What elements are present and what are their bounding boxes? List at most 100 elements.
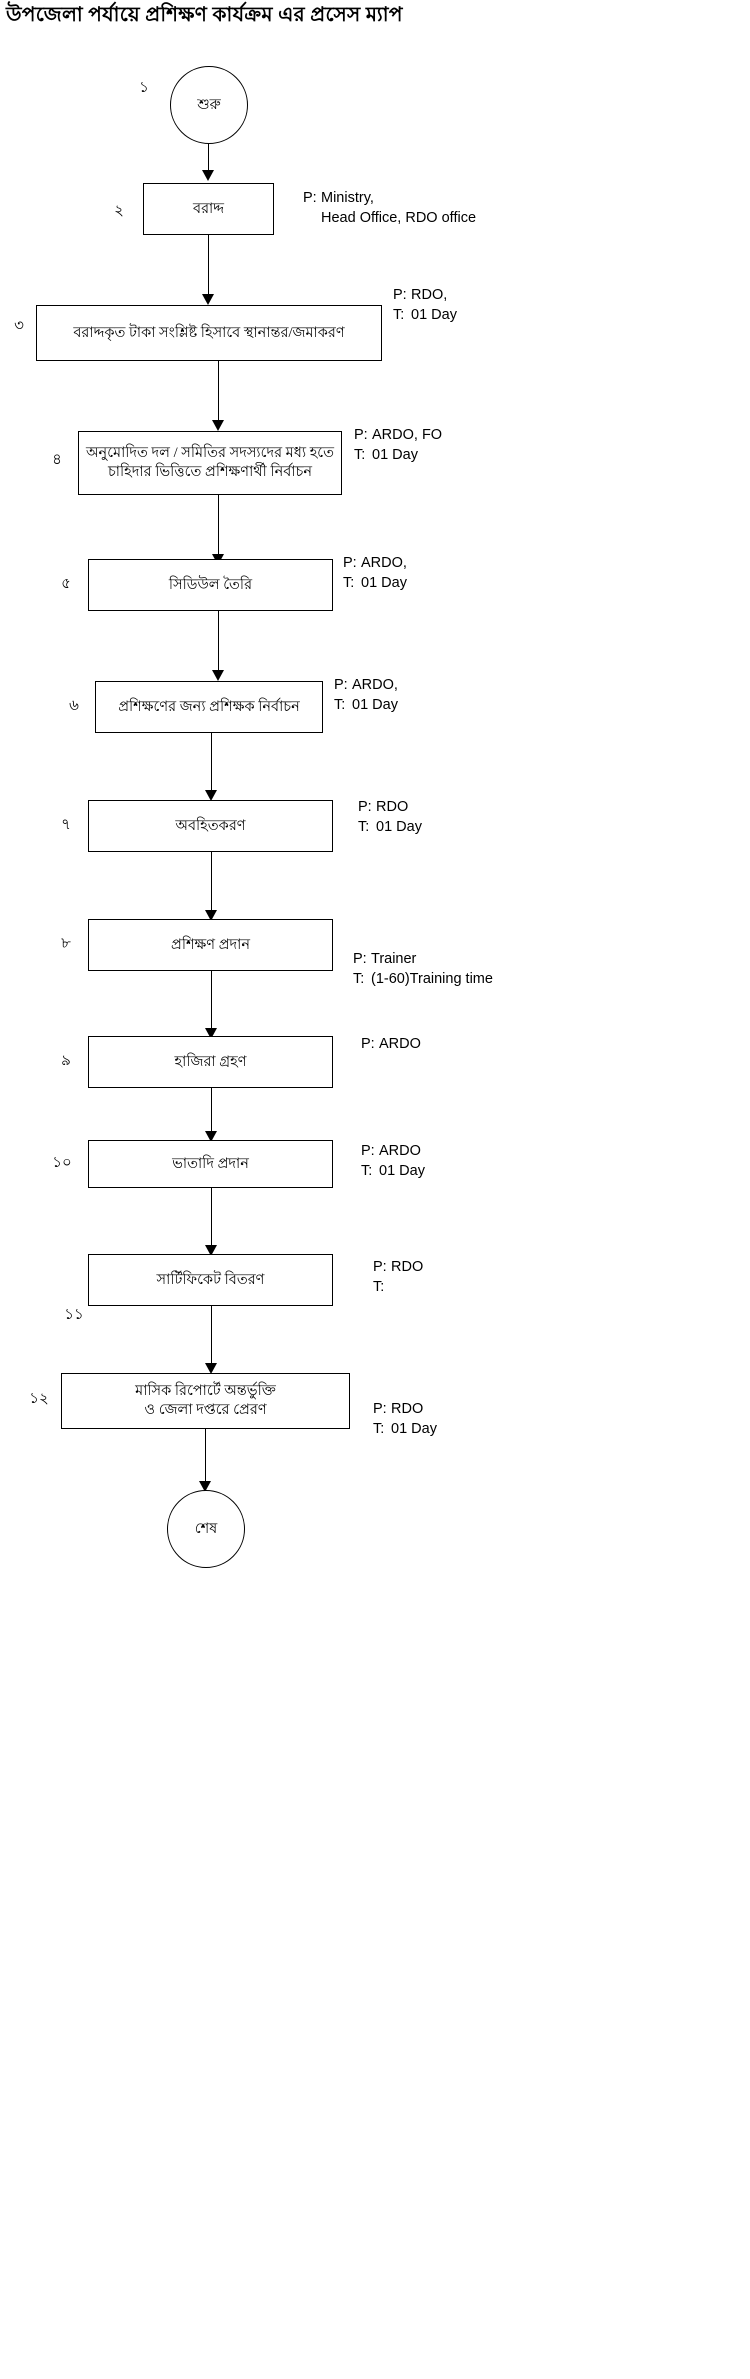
annotation-p-key: P: (393, 287, 407, 303)
annotation-p-key: P: (361, 1036, 375, 1052)
node-step-5[interactable]: সিডিউল তৈরি (88, 559, 333, 611)
arrowhead-6 (205, 790, 217, 801)
arrowhead-11 (205, 1363, 217, 1374)
annotation-t-key: T: (373, 1278, 385, 1295)
annotation-t-value: 01 Day (391, 1420, 437, 1437)
node-step-8[interactable]: প্রশিক্ষণ প্রদান (88, 919, 333, 971)
annotation-step-3: P:RDO, T:01 Day (393, 286, 457, 325)
node-step-4[interactable]: অনুমোদিত দল / সমিতির সদস্যদের মধ্য হতে চ… (78, 431, 342, 495)
node-step-8-label: প্রশিক্ষণ প্রদান (171, 936, 250, 953)
node-step-9[interactable]: হাজিরা গ্রহণ (88, 1036, 333, 1088)
annotation-t-key: T: (358, 818, 370, 835)
annotation-p-value: ARDO (379, 1036, 421, 1052)
step-index-1: ১ (139, 80, 149, 96)
annotation-step-11-p: P:RDO (373, 1258, 423, 1278)
node-step-10-label: ভাতাদি প্রদান (172, 1155, 249, 1172)
connector-10-to-11 (211, 1188, 212, 1250)
annotation-step-7-t: T: 01 Day (358, 818, 422, 838)
annotation-p-key: P: (303, 190, 317, 206)
node-step-11[interactable]: সার্টিফিকেট বিতরণ (88, 1254, 333, 1306)
step-index-6: ৬ (69, 698, 79, 714)
node-start-label: শুরু (197, 96, 221, 113)
step-index-5: ৫ (61, 576, 71, 592)
annotation-t-key: T: (361, 1162, 373, 1179)
connector-2-to-3 (208, 235, 209, 297)
annotation-t-value: 01 Day (361, 574, 407, 591)
connector-9-to-10 (211, 1088, 212, 1134)
node-step-12-label: মাসিক রিপোর্টে অন্তর্ভুক্তি ও জেলা দপ্তর… (68, 1382, 343, 1420)
annotation-p-value: ARDO (379, 1143, 421, 1159)
arrowhead-7 (205, 910, 217, 921)
connector-5-to-6 (218, 611, 219, 673)
annotation-t-value: 01 Day (379, 1162, 425, 1179)
arrowhead-10 (205, 1245, 217, 1256)
annotation-step-4-t: T: 01 Day (354, 446, 442, 466)
annotation-step-6: P:ARDO, T:01 Day (334, 676, 398, 715)
arrowhead-3 (212, 420, 224, 431)
annotation-t-key: T: (354, 446, 366, 463)
annotation-p-key: P: (373, 1401, 387, 1417)
annotation-p-value: Trainer (371, 951, 417, 967)
annotation-p-value: Ministry, (321, 190, 374, 206)
annotation-t-value: 01 Day (376, 818, 422, 835)
annotation-step-7-p: P:RDO (358, 798, 422, 818)
annotation-t-value: (1-60)Training time (371, 970, 493, 987)
annotation-step-10-t: T: 01 Day (361, 1162, 425, 1182)
annotation-step-10: P:ARDO T: 01 Day (361, 1142, 425, 1181)
step-index-8: ৮ (61, 936, 71, 952)
annotation-t-key: T: (393, 306, 405, 323)
node-step-12-label-line2: ও জেলা দপ্তরে প্রেরণ (144, 1402, 267, 1418)
annotation-step-6-p: P:ARDO, (334, 676, 398, 696)
node-end-label: শেষ (194, 1520, 218, 1537)
node-step-10[interactable]: ভাতাদি প্রদান (88, 1140, 333, 1188)
annotation-p-key: P: (354, 427, 368, 443)
node-step-6[interactable]: প্রশিক্ষণের জন্য প্রশিক্ষক নির্বাচন (95, 681, 323, 733)
annotation-t-value: 01 Day (372, 446, 418, 463)
connector-start-to-2 (208, 144, 209, 172)
annotation-step-12-p: P:RDO (373, 1400, 437, 1420)
annotation-p-key: P: (373, 1259, 387, 1275)
annotation-step-2-p: P:Ministry, (303, 189, 476, 209)
node-step-6-label: প্রশিক্ষণের জন্য প্রশিক্ষক নির্বাচন (118, 698, 300, 715)
annotation-step-5-p: P:ARDO, (343, 554, 407, 574)
annotation-t-key: T: (343, 574, 355, 591)
annotation-step-6-t: T:01 Day (334, 696, 398, 716)
arrowhead-5 (212, 670, 224, 681)
node-step-11-label: সার্টিফিকেট বিতরণ (156, 1271, 265, 1288)
node-step-3-label: বরাদ্দকৃত টাকা সংশ্লিষ্ট হিসাবে স্থানান্… (73, 324, 345, 341)
annotation-t-value: Head Office, RDO office (321, 209, 477, 226)
node-end[interactable]: শেষ (167, 1490, 245, 1568)
annotation-p-key: P: (353, 951, 367, 967)
node-step-7[interactable]: অবহিতকরণ (88, 800, 333, 852)
annotation-step-2-t: Head Office, RDO office (303, 209, 476, 229)
node-step-4-label: অনুমোদিত দল / সমিতির সদস্যদের মধ্য হতে চ… (85, 444, 335, 482)
annotation-p-value: ARDO, FO (372, 427, 443, 443)
node-step-7-label: অবহিতকরণ (175, 817, 246, 834)
annotation-step-11: P:RDO T: (373, 1258, 423, 1297)
annotation-p-key: P: (361, 1143, 375, 1159)
annotation-step-3-p: P:RDO, (393, 286, 457, 306)
node-step-2-label: বরাদ্দ (193, 200, 224, 217)
node-step-12[interactable]: মাসিক রিপোর্টে অন্তর্ভুক্তি ও জেলা দপ্তর… (61, 1373, 350, 1429)
annotation-step-12-t: T:01 Day (373, 1420, 437, 1440)
node-step-3[interactable]: বরাদ্দকৃত টাকা সংশ্লিষ্ট হিসাবে স্থানান্… (36, 305, 382, 361)
step-index-3: ৩ (14, 318, 24, 334)
annotation-p-value: RDO (376, 799, 409, 815)
node-step-2[interactable]: বরাদ্দ (143, 183, 274, 235)
arrowhead-12 (199, 1481, 211, 1492)
step-index-10: ১০ (52, 1155, 72, 1171)
connector-4-to-5 (218, 495, 219, 557)
annotation-step-9: P:ARDO (361, 1035, 421, 1055)
annotation-step-3-t: T:01 Day (393, 306, 457, 326)
node-step-9-label: হাজিরা গ্রহণ (174, 1053, 247, 1070)
annotation-step-2: P:Ministry, Head Office, RDO office (303, 189, 476, 228)
connector-12-to-end (205, 1429, 206, 1485)
annotation-p-value: RDO (391, 1259, 424, 1275)
arrowhead-2 (202, 294, 214, 305)
node-start[interactable]: শুরু (170, 66, 248, 144)
page-title: উপজেলা পর্যায়ে প্রশিক্ষণ কার্যক্রম এর প… (6, 4, 403, 26)
node-step-12-label-line1: মাসিক রিপোর্টে অন্তর্ভুক্তি (135, 1383, 276, 1399)
annotation-step-7: P:RDO T: 01 Day (358, 798, 422, 837)
connector-7-to-8 (211, 852, 212, 914)
